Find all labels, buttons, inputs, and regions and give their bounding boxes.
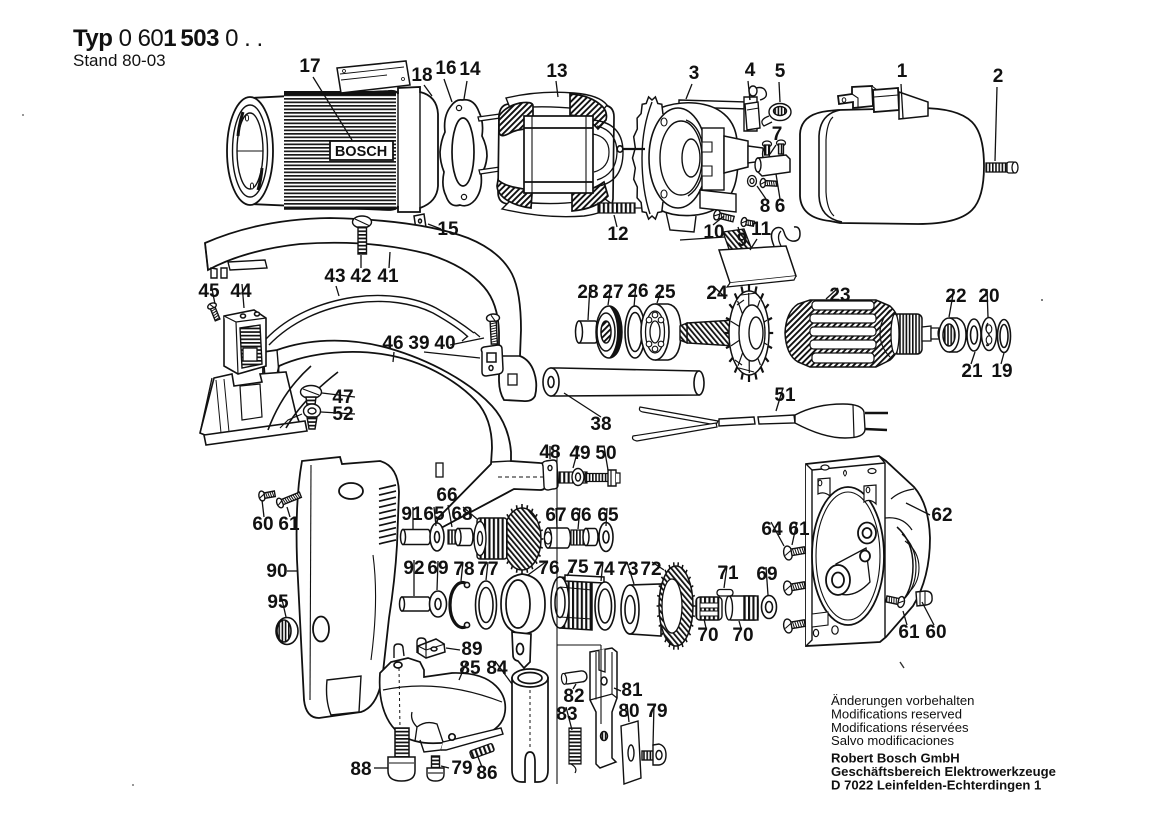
svg-text:12: 12 [607,224,628,245]
svg-text:85: 85 [459,658,481,679]
svg-text:1: 1 [897,61,908,82]
svg-text:41: 41 [377,266,399,287]
svg-text:75: 75 [567,557,589,578]
svg-text:38: 38 [590,414,611,435]
svg-text:20: 20 [978,286,999,307]
svg-text:6: 6 [775,196,786,217]
svg-text:73: 73 [617,559,638,580]
svg-text:66: 66 [570,505,591,526]
svg-text:90: 90 [266,561,287,582]
svg-text:86: 86 [476,763,497,784]
svg-text:27: 27 [602,282,623,303]
svg-text:10: 10 [703,222,724,243]
svg-text:46: 46 [382,333,403,354]
svg-text:21: 21 [961,361,983,382]
svg-text:49: 49 [569,443,590,464]
svg-text:52: 52 [332,404,353,425]
svg-text:26: 26 [627,281,648,302]
svg-text:24: 24 [706,283,728,304]
svg-text:70: 70 [697,625,718,646]
svg-text:95: 95 [267,592,289,613]
svg-text:65: 65 [597,505,619,526]
svg-text:14: 14 [459,59,481,80]
svg-text:9: 9 [737,230,748,251]
svg-text:74: 74 [593,559,615,580]
svg-text:68: 68 [451,504,472,525]
svg-text:13: 13 [546,61,567,82]
svg-text:2: 2 [993,66,1004,87]
svg-text:22: 22 [945,286,966,307]
svg-text:88: 88 [350,759,371,780]
svg-text:91: 91 [401,504,423,525]
svg-text:Salvo modificaciones: Salvo modificaciones [831,733,954,748]
svg-text:61: 61 [898,622,920,643]
svg-text:42: 42 [350,266,371,287]
svg-text:4: 4 [745,60,756,81]
svg-text:79: 79 [646,701,667,722]
svg-text:61: 61 [278,514,300,535]
svg-text:61: 61 [788,519,810,540]
svg-text:16: 16 [435,58,456,79]
svg-text:89: 89 [461,639,482,660]
svg-text:17: 17 [299,56,320,77]
svg-text:70: 70 [732,625,753,646]
svg-text:60: 60 [925,622,946,643]
svg-text:11: 11 [751,219,772,240]
svg-text:BOSCH: BOSCH [335,144,387,160]
svg-text:39: 39 [408,333,429,354]
svg-text:62: 62 [931,505,952,526]
svg-text:3: 3 [689,63,700,84]
svg-text:D 7022 Leinfelden-Echterdingen: D 7022 Leinfelden-Echterdingen 1 [831,778,1041,793]
svg-text:66: 66 [436,485,457,506]
svg-text:19: 19 [991,361,1012,382]
svg-text:Typ 0 601 503 0 . .: Typ 0 601 503 0 . . [73,25,263,52]
svg-text:Stand 80-03: Stand 80-03 [73,51,166,70]
svg-text:28: 28 [577,282,598,303]
svg-text:83: 83 [556,704,577,725]
svg-text:23: 23 [829,285,850,306]
svg-text:40: 40 [434,333,455,354]
svg-text:81: 81 [621,680,643,701]
svg-text:60: 60 [252,514,273,535]
svg-text:44: 44 [230,281,252,302]
svg-text:71: 71 [717,563,739,584]
svg-text:45: 45 [198,281,220,302]
svg-text:76: 76 [538,558,559,579]
svg-text:78: 78 [453,559,474,580]
svg-text:5: 5 [775,61,786,82]
svg-text:43: 43 [324,266,345,287]
svg-text:7: 7 [772,124,783,145]
svg-text:18: 18 [411,65,432,86]
svg-text:79: 79 [451,758,472,779]
svg-text:8: 8 [760,196,771,217]
svg-text:51: 51 [774,385,796,406]
svg-text:84: 84 [486,658,508,679]
svg-text:72: 72 [640,559,661,580]
